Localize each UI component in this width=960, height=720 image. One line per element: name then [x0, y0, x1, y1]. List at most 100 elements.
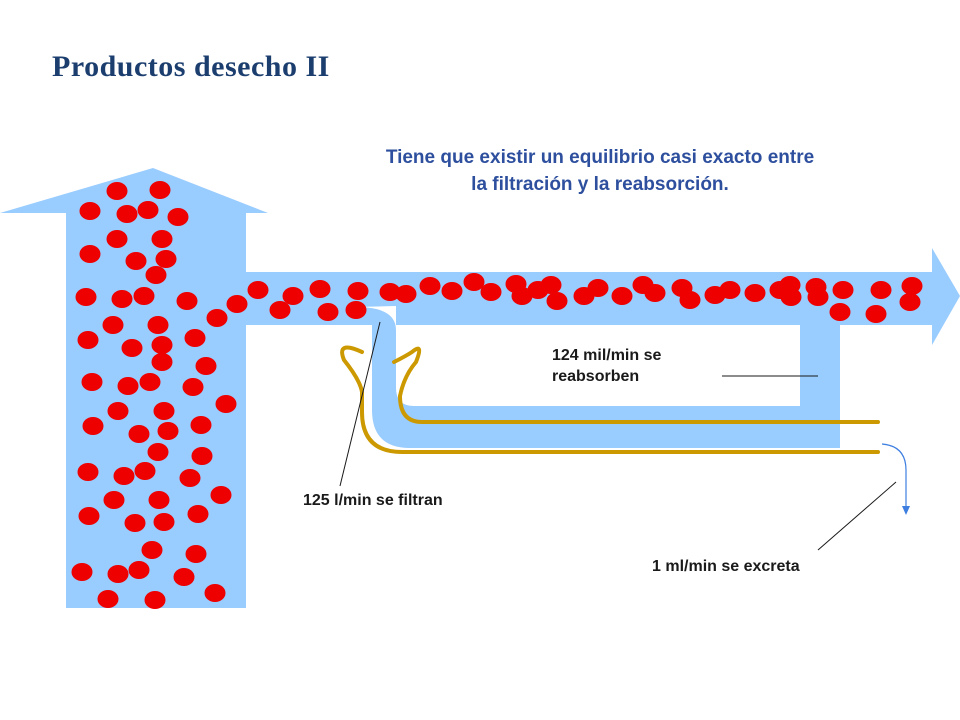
red-particle [128, 425, 150, 443]
red-particle [395, 285, 417, 303]
reabsorption-rate-line-1: 124 mil/min se [552, 347, 662, 364]
red-particle [901, 277, 923, 295]
red-particle [106, 230, 128, 248]
red-particle [77, 463, 99, 481]
red-particle [134, 462, 156, 480]
red-particle [107, 402, 129, 420]
red-particle [106, 182, 128, 200]
red-particle [147, 443, 169, 461]
red-particle [679, 291, 701, 309]
red-particle [247, 281, 269, 299]
red-particle [79, 245, 101, 263]
red-particle [77, 331, 99, 349]
red-particle [191, 447, 213, 465]
red-particle [269, 301, 291, 319]
red-particle [309, 280, 331, 298]
red-particle [185, 545, 207, 563]
red-particle [179, 469, 201, 487]
ascending-arrowhead [0, 168, 268, 213]
red-particle [611, 287, 633, 305]
tubule-channel [372, 306, 840, 448]
red-particle [832, 281, 854, 299]
excretion-rate-label: 1 ml/min se excreta [652, 558, 800, 575]
red-particle [155, 250, 177, 268]
red-particle [347, 282, 369, 300]
red-particle [157, 422, 179, 440]
red-particle [151, 336, 173, 354]
red-particle [176, 292, 198, 310]
red-particle [317, 303, 339, 321]
red-particle [107, 565, 129, 583]
slide-title: Productos desecho II [52, 50, 330, 83]
red-particle [807, 288, 829, 306]
red-particle [111, 290, 133, 308]
capsule-walls [340, 345, 880, 454]
excretion-outflow [881, 443, 910, 515]
red-particle [463, 273, 485, 291]
red-particle [147, 316, 169, 334]
red-particle [195, 357, 217, 375]
red-particle [829, 303, 851, 321]
red-particle [780, 288, 802, 306]
red-particle [587, 279, 609, 297]
red-particle [75, 288, 97, 306]
red-particle [141, 541, 163, 559]
red-particle [190, 416, 212, 434]
red-particle [117, 377, 139, 395]
excretion-arrowhead [902, 506, 910, 515]
red-particle [137, 201, 159, 219]
red-particle [124, 514, 146, 532]
red-particle [71, 563, 93, 581]
red-particle [226, 295, 248, 313]
balance-statement: Tiene que existir un equilibrio casi exa… [300, 144, 900, 198]
red-particle [540, 276, 562, 294]
red-particle [215, 395, 237, 413]
red-particle [419, 277, 441, 295]
red-particle [144, 591, 166, 609]
red-particle [546, 292, 568, 310]
balance-statement-line-2: la filtración y la reabsorción. [471, 174, 729, 195]
tubule [356, 298, 840, 448]
excretion-curve [881, 443, 907, 508]
red-particle [899, 293, 921, 311]
red-particle [345, 301, 367, 319]
red-particle [153, 513, 175, 531]
red-particle [82, 417, 104, 435]
leader-filtered [339, 321, 381, 487]
red-particle [187, 505, 209, 523]
red-particle [149, 181, 171, 199]
red-particle [97, 590, 119, 608]
red-particle [128, 561, 150, 579]
leader-excreted [817, 481, 897, 551]
red-particle [116, 205, 138, 223]
red-particle [870, 281, 892, 299]
red-particle [744, 284, 766, 302]
red-particle [151, 353, 173, 371]
tubule-corner-left [356, 306, 396, 330]
red-particle [81, 373, 103, 391]
red-particle [204, 584, 226, 602]
red-particle [206, 309, 228, 327]
red-particle [151, 230, 173, 248]
red-particle [441, 282, 463, 300]
balance-statement-line-1: Tiene que existir un equilibrio casi exa… [385, 147, 815, 168]
reabsorption-rate-label: 124 mil/min se reabsorben [552, 345, 661, 387]
red-particle [139, 373, 161, 391]
filtration-rate-label: 125 l/min se filtran [303, 492, 443, 509]
red-particle [78, 507, 100, 525]
red-particle [644, 284, 666, 302]
blood-particles [71, 181, 923, 609]
capsule-inner-wall [392, 346, 880, 424]
red-particle [379, 283, 401, 301]
red-particle [511, 287, 533, 305]
red-particle [102, 316, 124, 334]
leader-lines [339, 321, 897, 551]
capsule-outer-wall [340, 345, 880, 454]
red-particle [148, 491, 170, 509]
red-particle [103, 491, 125, 509]
red-particle [173, 568, 195, 586]
reabsorption-rate-line-2: reabsorben [552, 368, 640, 385]
red-particle [145, 266, 167, 284]
red-particle [125, 252, 147, 270]
horizontal-arrowhead [932, 248, 960, 345]
